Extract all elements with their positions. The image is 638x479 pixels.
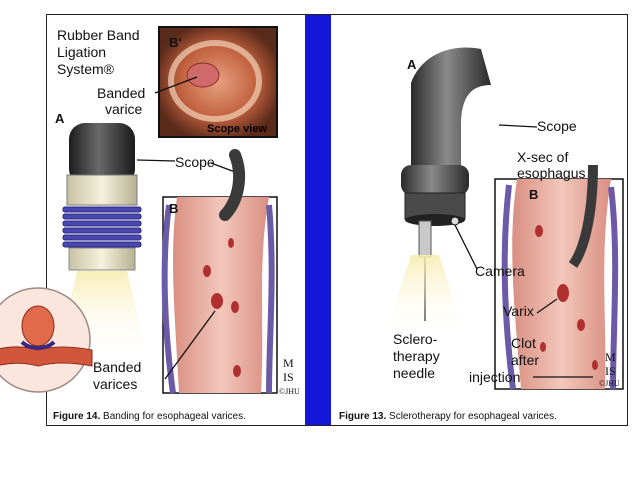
clot-label-line2: after	[511, 352, 540, 368]
mark-top-right: M	[605, 350, 616, 364]
banded-varice-label-line1: Banded	[97, 85, 146, 101]
tag-a-right: A	[407, 57, 417, 72]
scope-body	[69, 123, 135, 185]
scope-tube-right	[411, 47, 491, 178]
banding-illustration	[57, 26, 278, 394]
sclero-label-line1: Sclero-	[393, 331, 438, 347]
title-line3: System®	[57, 61, 114, 77]
mark-bottom-left: IS	[283, 370, 294, 384]
banded-varice-label-line2: varice	[105, 101, 143, 117]
varix-label: Varix	[503, 303, 534, 319]
sclerotherapy-illustration	[385, 47, 624, 390]
caption-left: Figure 14. Banding for esophageal varice…	[53, 411, 246, 422]
camera-label: Camera	[475, 263, 525, 279]
tag-b-left: B	[169, 201, 179, 216]
rubber-bands	[62, 206, 142, 248]
title-line2: Ligation	[57, 44, 107, 60]
banded-varices-label-line2: varices	[93, 376, 138, 392]
title-line1: Rubber Band	[57, 27, 140, 43]
sclero-label-line2: therapy	[393, 348, 440, 364]
tag-b-right: B	[529, 187, 539, 202]
mark-small-right: ©JHU	[599, 379, 620, 388]
clot-label-line1: Clot	[511, 335, 536, 351]
scope-label-left: Scope	[175, 154, 215, 170]
banded-varices-label-line1: Banded	[93, 359, 142, 375]
mark-top-left: M	[283, 356, 294, 370]
mark-bottom-right: IS	[605, 364, 616, 378]
scope-view-label: Scope view	[207, 123, 267, 135]
sclerotherapy-panel: A Scope X-sec of esophagus B Camera Vari…	[331, 15, 627, 425]
tag-a-left: A	[55, 111, 65, 126]
mark-small-left: ©JHU	[279, 387, 300, 396]
inset-tag: B'	[169, 35, 182, 50]
clot-label-line3: injection	[469, 369, 521, 385]
banded-varice-shape	[186, 62, 220, 88]
sclero-label-line3: needle	[393, 365, 436, 381]
xsec-label: X-sec of esophagus	[517, 149, 586, 181]
scope-label-right: Scope	[537, 118, 577, 134]
panel-divider	[305, 15, 331, 425]
caption-right: Figure 13. Sclerotherapy for esophageal …	[339, 411, 557, 422]
